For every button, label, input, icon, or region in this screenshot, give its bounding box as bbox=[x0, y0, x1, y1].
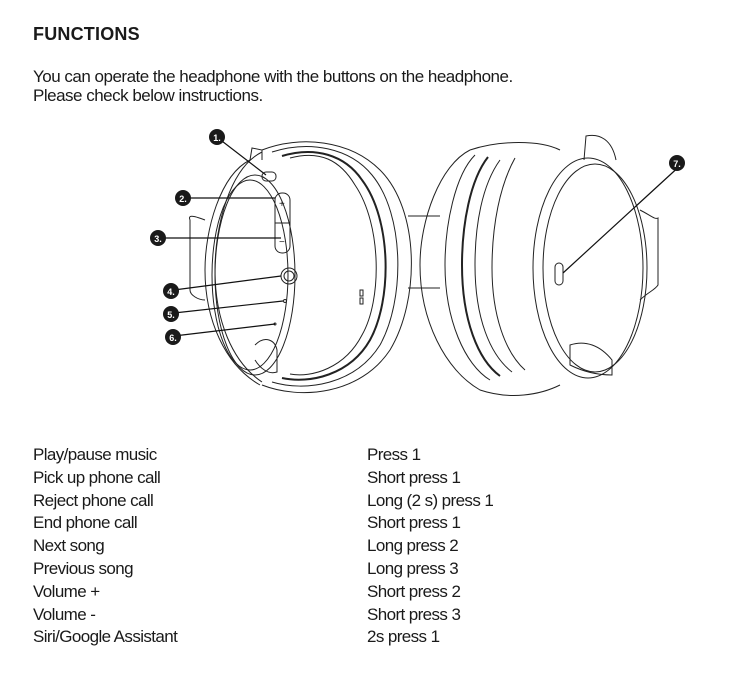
function-name: End phone call bbox=[33, 513, 138, 533]
callout-leaders bbox=[165, 137, 684, 337]
table-row: Play/pause music Press 1 bbox=[33, 444, 493, 467]
minus-symbol: − bbox=[279, 237, 285, 248]
usb-c-port bbox=[554, 262, 564, 286]
function-action: Short press 3 bbox=[367, 604, 461, 624]
callout-6: 6. bbox=[165, 329, 181, 345]
function-action: Long press 3 bbox=[367, 558, 459, 578]
function-action: Long (2 s) press 1 bbox=[367, 490, 494, 510]
function-action: Long press 2 bbox=[367, 536, 459, 556]
function-name: Previous song bbox=[33, 558, 134, 578]
intro-line-1: You can operate the headphone with the b… bbox=[33, 67, 513, 86]
callout-label: 2. bbox=[179, 194, 187, 204]
callout-5: 5. bbox=[163, 306, 179, 322]
table-row: Next song Long press 2 bbox=[33, 535, 493, 558]
function-name: Volume + bbox=[33, 581, 100, 601]
table-row: Siri/Google Assistant 2s press 1 bbox=[33, 626, 493, 649]
intro-line-2: Please check below instructions. bbox=[33, 86, 263, 105]
function-name: Next song bbox=[33, 536, 105, 556]
table-row: Previous song Long press 3 bbox=[33, 558, 493, 581]
intro-text: You can operate the headphone with the b… bbox=[33, 67, 713, 105]
function-name: Reject phone call bbox=[33, 490, 154, 510]
headphone-diagram: + − 1. bbox=[150, 129, 685, 396]
function-action: 2s press 1 bbox=[367, 627, 440, 647]
table-row: Reject phone call Long (2 s) press 1 bbox=[33, 490, 494, 513]
callout-2: 2. bbox=[175, 190, 191, 206]
button-1 bbox=[261, 171, 277, 182]
callout-4: 4. bbox=[163, 283, 179, 299]
callout-label: 4. bbox=[167, 287, 175, 297]
table-row: Pick up phone call Short press 1 bbox=[33, 467, 493, 490]
left-ear-cup bbox=[189, 141, 412, 394]
functions-table: Play/pause music Press 1 Pick up phone c… bbox=[33, 444, 494, 649]
right-ear-cup bbox=[419, 134, 659, 396]
function-action: Short press 2 bbox=[367, 581, 461, 601]
function-action: Short press 1 bbox=[367, 513, 461, 533]
callout-label: 5. bbox=[167, 310, 175, 320]
function-action: Press 1 bbox=[367, 445, 421, 464]
section-heading: FUNCTIONS bbox=[33, 24, 140, 44]
table-row: End phone call Short press 1 bbox=[33, 512, 493, 535]
left-cup-buttons: + − bbox=[261, 171, 298, 326]
function-name: Pick up phone call bbox=[33, 467, 161, 487]
function-name: Volume - bbox=[33, 604, 96, 624]
function-name: Play/pause music bbox=[33, 445, 157, 464]
table-row: Volume - Short press 3 bbox=[33, 604, 493, 627]
callout-3: 3. bbox=[150, 230, 166, 246]
function-name: Siri/Google Assistant bbox=[33, 627, 178, 647]
callout-label: 3. bbox=[154, 234, 162, 244]
callout-1: 1. bbox=[209, 129, 225, 145]
callout-label: 6. bbox=[169, 333, 177, 343]
indicator-hole bbox=[283, 299, 287, 303]
table-row: Volume + Short press 2 bbox=[33, 581, 493, 604]
headband-bridge bbox=[408, 215, 440, 289]
callout-label: 7. bbox=[673, 159, 681, 169]
callout-7: 7. bbox=[669, 155, 685, 171]
plus-symbol: + bbox=[279, 199, 285, 210]
callout-label: 1. bbox=[213, 133, 221, 143]
function-action: Short press 1 bbox=[367, 467, 461, 487]
